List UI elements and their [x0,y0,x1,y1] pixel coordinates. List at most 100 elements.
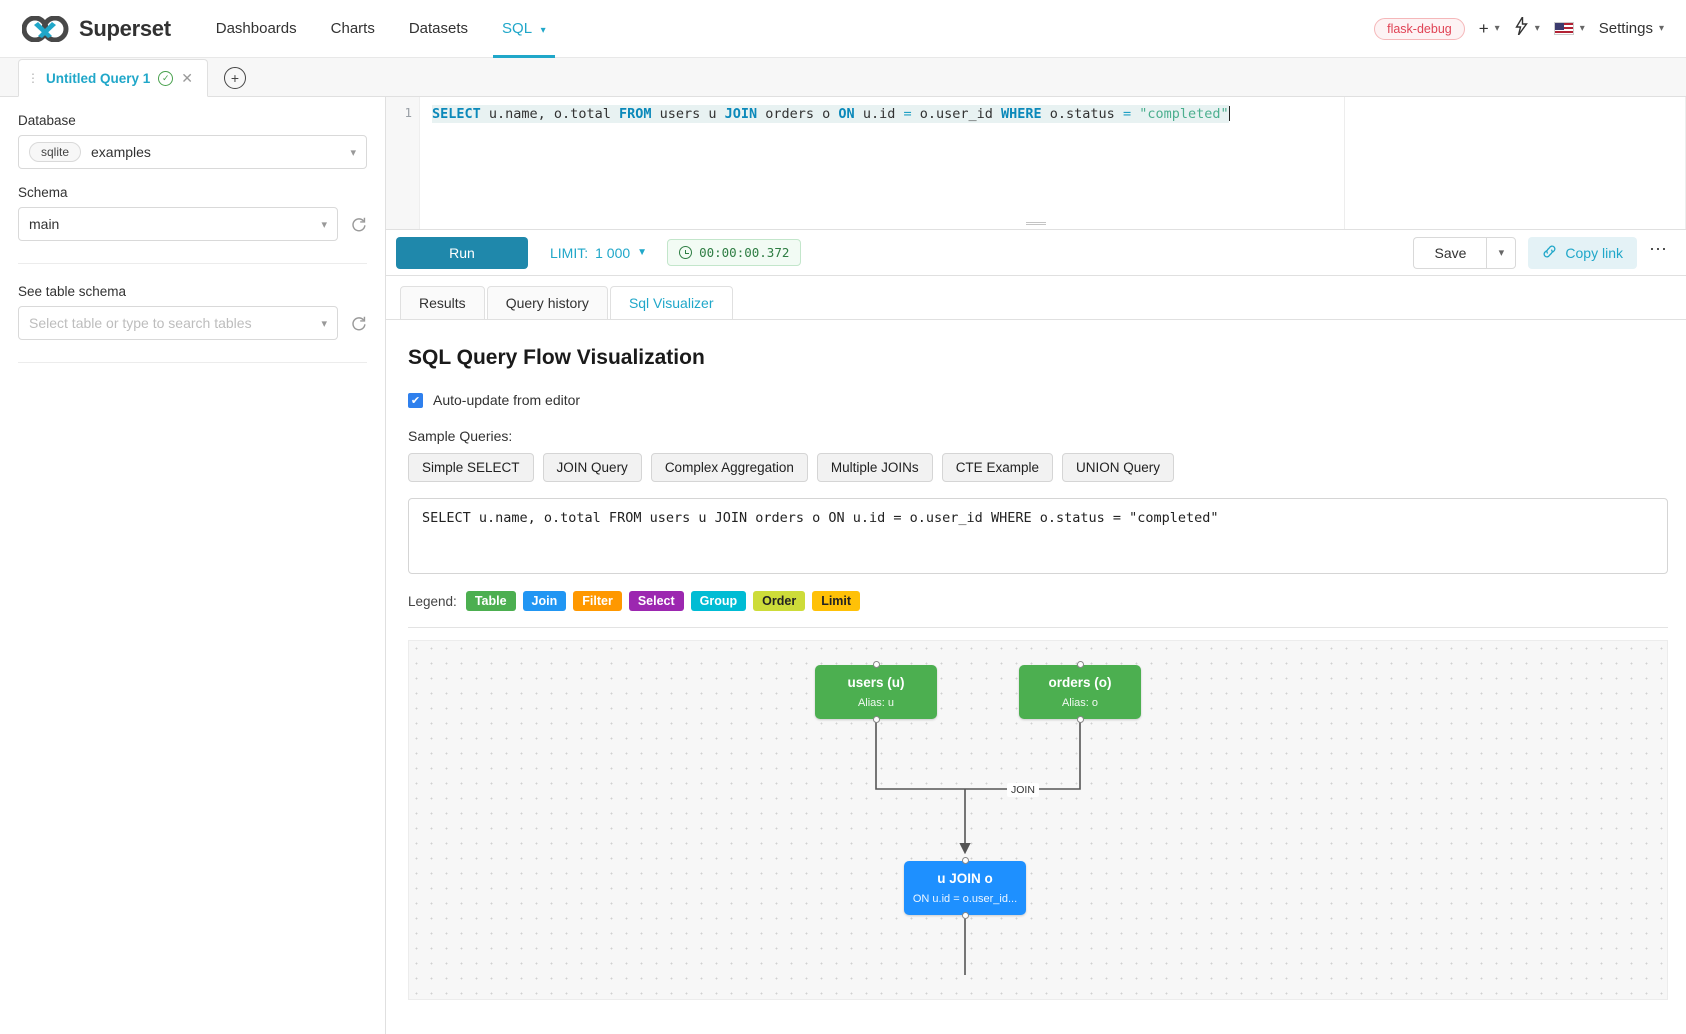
code-token: FROM [618,106,652,122]
auto-update-label: Auto-update from editor [433,392,581,408]
drag-handle-icon[interactable]: ⋮ [27,70,39,85]
sample-cte-example-button[interactable]: CTE Example [941,453,1053,482]
legend-chip-limit: Limit [812,591,861,611]
query-tab[interactable]: ⋮ Untitled Query 1 ✓ ✕ [18,59,209,97]
tab-sql-visualizer[interactable]: Sql Visualizer [609,286,733,320]
language-selector[interactable]: ▾ [1553,22,1585,35]
us-flag-icon [1553,22,1574,35]
sample-queries-row: Simple SELECT JOIN Query Complex Aggrega… [408,453,1668,482]
chevron-down-icon: ▾ [321,317,327,330]
refresh-schema-icon[interactable] [350,216,367,233]
flow-edge-label-join: JOIN [1007,783,1039,797]
nav-link-charts[interactable]: Charts [330,19,375,37]
page-title: SQL Query Flow Visualization [408,346,705,369]
save-dropdown-button[interactable]: ▾ [1486,236,1517,269]
chevron-down-icon: ▾ [540,24,546,36]
chevron-down-icon: ▾ [321,218,327,231]
tab-query-history[interactable]: Query history [486,286,608,320]
left-panel-divider-2 [18,362,367,363]
link-icon [1542,244,1557,262]
chevron-down-icon: ▾ [1658,23,1664,34]
nav-link-datasets[interactable]: Datasets [408,19,469,37]
line-number: 1 [404,105,412,120]
code-token [1131,106,1139,122]
tab-results[interactable]: Results [400,286,485,320]
flow-node-title: orders (o) [1048,675,1112,691]
left-panel: Database sqlite examples ▾ Schema main ▾… [0,97,386,1034]
chevron-down-icon: ▾ [1494,23,1500,34]
nav-link-dashboards[interactable]: Dashboards [215,19,297,37]
sample-union-query-button[interactable]: UNION Query [1061,453,1174,482]
table-schema-label: See table schema [18,284,127,299]
text-caret [1228,106,1230,121]
code-token: WHERE [1001,106,1042,122]
result-tabs: Results Query history Sql Visualizer [386,276,1686,320]
port-bottom [961,912,969,919]
editor-resize-handle[interactable] [1026,222,1046,225]
add-query-tab-button[interactable]: + [224,67,247,89]
code-token: = [1122,106,1132,122]
table-select[interactable]: Select table or type to search tables ▾ [18,306,338,340]
sql-query-textarea[interactable] [408,498,1668,574]
port-bottom [1076,716,1084,723]
port-top [1076,661,1084,668]
flow-node-users[interactable]: users (u) Alias: u [815,661,937,723]
limit-label: LIMIT: [550,244,589,261]
run-toolbar-right: Save ▾ Copy link ⋯ [1413,236,1668,269]
nav-link-sql-label: SQL [502,19,532,37]
navbar-right: flask-debug + ▾ ▾ ▾ Settings ▾ [1374,14,1686,40]
auto-update-checkbox[interactable]: ✔ [408,392,423,408]
sql-editor[interactable]: 1 SELECT u.name, o.total FROM users u JO… [386,97,1686,230]
refresh-tables-icon[interactable] [350,315,367,332]
save-button[interactable]: Save [1413,236,1487,269]
legend-chip-filter: Filter [573,591,622,611]
sample-simple-select-button[interactable]: Simple SELECT [408,453,534,482]
nav-link-sql[interactable]: SQL ▾ [485,0,563,58]
legend: Legend: Table Join Filter Select Group O… [408,591,1668,611]
close-icon[interactable]: ✕ [181,69,194,86]
flow-node-subtitle: ON u.id = o.user_id... [912,892,1018,905]
flow-edges [875,719,1081,975]
code-token: o.user_id [911,106,1002,122]
clock-icon [679,246,693,259]
run-button[interactable]: Run [396,236,528,269]
code-token: SELECT [432,106,481,122]
flow-node-title: users (u) [847,675,905,691]
bolt-menu-button[interactable]: ▾ [1514,14,1540,40]
code-token: o.status [1041,106,1123,122]
flow-node-orders[interactable]: orders (o) Alias: o [1019,661,1141,723]
caret-down-icon: ▼ [637,247,648,258]
legend-chip-order: Order [753,591,806,611]
flow-node-subtitle: Alias: o [1061,696,1099,709]
port-top [961,857,969,864]
sample-multiple-joins-button[interactable]: Multiple JOINs [816,453,933,482]
code-token: users u [651,106,725,122]
limit-dropdown[interactable]: LIMIT: 1 000 ▼ [550,245,647,261]
legend-chip-select: Select [628,591,684,611]
schema-value: main [29,216,60,232]
code-token: = [903,106,912,122]
query-timer: 00:00:00.372 [667,239,802,266]
sample-join-query-button[interactable]: JOIN Query [542,453,642,482]
more-options-icon[interactable]: ⋯ [1649,239,1668,259]
superset-logo-icon [21,15,70,42]
database-select[interactable]: sqlite examples ▾ [18,135,367,169]
editor-code-area[interactable]: SELECT u.name, o.total FROM users u JOIN… [420,97,1686,229]
schema-label: Schema [18,185,68,200]
sample-complex-aggregation-button[interactable]: Complex Aggregation [650,453,808,482]
brand[interactable]: Superset [0,15,199,42]
schema-select[interactable]: main ▾ [18,207,338,241]
copy-link-button[interactable]: Copy link [1528,236,1637,269]
main-area: Database sqlite examples ▾ Schema main ▾… [0,97,1686,1034]
new-menu-button[interactable]: + ▾ [1479,19,1500,39]
nav-links: Dashboards Charts Datasets SQL ▾ [199,0,563,58]
sql-visualizer-panel: SQL Query Flow Visualization ✔ Auto-upda… [386,320,1686,1034]
port-bottom [872,716,880,723]
save-button-group: Save ▾ [1413,236,1517,269]
code-token: JOIN [724,106,758,122]
right-panel: 1 SELECT u.name, o.total FROM users u JO… [386,97,1686,1034]
settings-menu-button[interactable]: Settings ▾ [1599,20,1664,37]
flow-canvas[interactable]: users (u) Alias: u orders (o) Alias: o u… [408,640,1668,1000]
code-token: "completed" [1139,106,1229,122]
flow-node-join[interactable]: u JOIN o ON u.id = o.user_id... [904,857,1026,919]
